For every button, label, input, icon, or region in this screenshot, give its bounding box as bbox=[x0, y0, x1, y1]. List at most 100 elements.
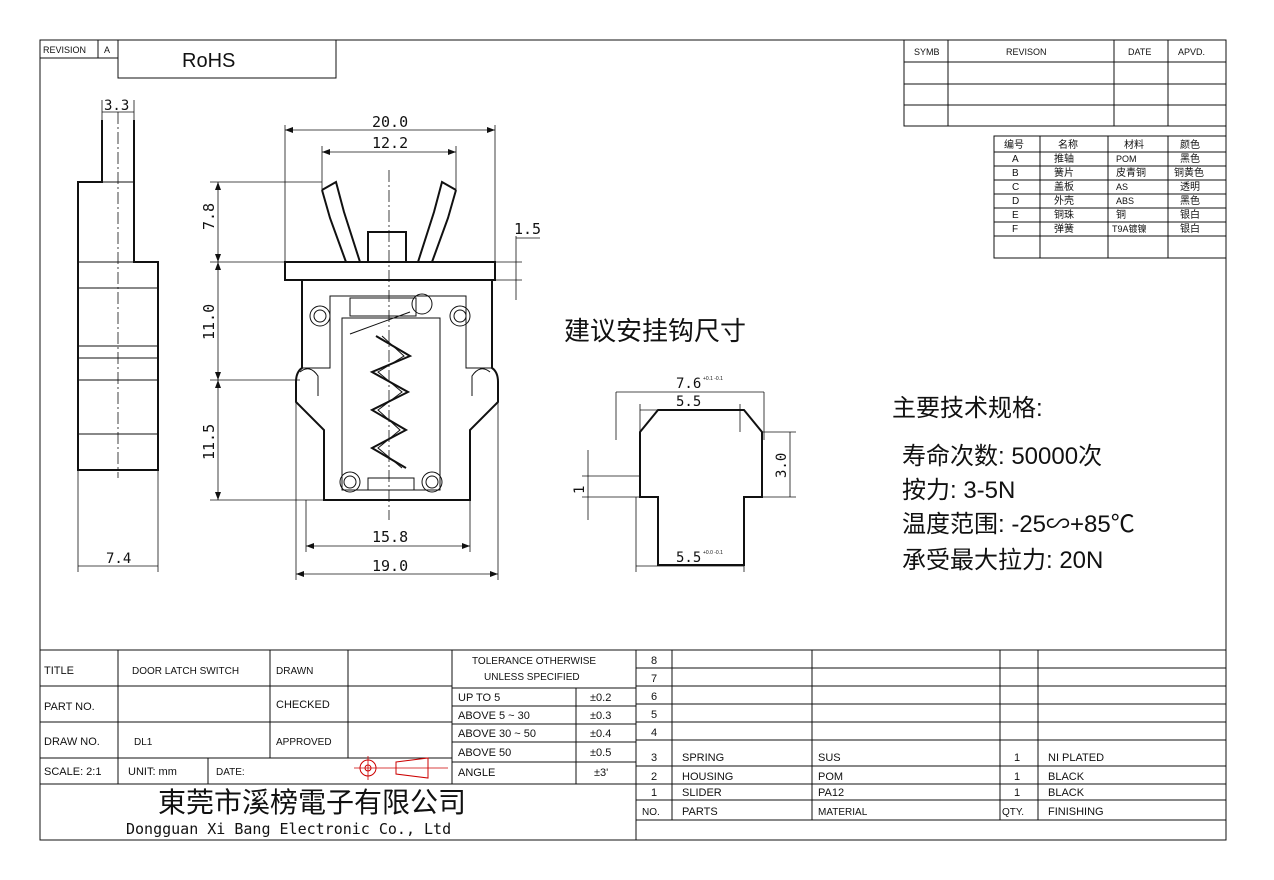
dim-front-h2: 11.0 bbox=[200, 304, 218, 340]
dim-hook-small: 1 bbox=[572, 486, 588, 494]
spec-line: 按力: 3-5N bbox=[902, 477, 1015, 504]
hook-detail: 建议安挂钩尺寸 7.6 +0.1 -0.1 5.5 3.0 1 5.5 +0.0… bbox=[564, 316, 796, 572]
mat-cell: T9A镀镍 bbox=[1112, 223, 1147, 234]
mat-cell: 皮青铜 bbox=[1116, 166, 1146, 179]
dim-hook-height: 3.0 bbox=[774, 453, 790, 478]
part-label: PART NO. bbox=[44, 701, 95, 713]
title-block: TITLE DOOR LATCH SWITCH DRAWN PART NO. C… bbox=[40, 649, 1226, 838]
parts-no: 1 bbox=[651, 787, 657, 799]
material-table: 编号 名称 材料 颜色 A 推轴 POM 黑色 B 簧片 皮青铜 铜黄色 C 盖… bbox=[993, 135, 1227, 259]
mat-header-no: 编号 bbox=[1004, 138, 1024, 151]
mat-header-color: 颜色 bbox=[1180, 138, 1200, 151]
dim-hook-bottom-tol: +0.0 -0.1 bbox=[703, 550, 723, 556]
mat-cell: 弹簧 bbox=[1054, 222, 1074, 235]
rev-header-symb: SYMB bbox=[914, 47, 940, 57]
revision-table: SYMB REVISON DATE APVD. bbox=[903, 39, 1227, 127]
mat-cell: 黑色 bbox=[1180, 152, 1200, 165]
dim-front-bottom-inner: 15.8 bbox=[372, 528, 408, 546]
mat-cell: E bbox=[1012, 210, 1019, 221]
tolerance-value: ±3' bbox=[594, 767, 608, 779]
dim-front-bottom-outer: 19.0 bbox=[372, 557, 408, 575]
rev-header-apvd: APVD. bbox=[1178, 47, 1205, 57]
mat-cell: 银白 bbox=[1180, 208, 1200, 221]
company-name-en: Dongguan Xi Bang Electronic Co., Ltd bbox=[126, 820, 451, 838]
mat-cell: POM bbox=[1116, 154, 1137, 164]
parts-no: 3 bbox=[651, 752, 657, 764]
tolerance-value: ±0.3 bbox=[590, 710, 611, 722]
parts-name: SPRING bbox=[682, 752, 724, 764]
mat-cell: 铜黄色 bbox=[1174, 166, 1204, 179]
rev-header-date: DATE bbox=[1128, 47, 1151, 57]
rohs-label: RoHS bbox=[182, 50, 235, 72]
dim-front-h3: 11.5 bbox=[200, 424, 218, 460]
parts-no: 2 bbox=[651, 771, 657, 783]
spec-line: 寿命次数: 50000次 bbox=[902, 443, 1102, 470]
title-label: TITLE bbox=[44, 665, 74, 677]
front-dimensions: 20.0 12.2 7.8 11.0 11.5 1.5 15. bbox=[200, 113, 541, 580]
mat-header-material: 材料 bbox=[1124, 138, 1144, 151]
front-view bbox=[284, 170, 499, 520]
projection-symbol-icon bbox=[354, 756, 448, 780]
dim-front-overall: 20.0 bbox=[372, 113, 408, 131]
mat-cell: 铜珠 bbox=[1054, 208, 1074, 221]
date-label: DATE: bbox=[216, 767, 245, 778]
mat-cell: AS bbox=[1116, 182, 1128, 192]
drawn-label: DRAWN bbox=[276, 666, 313, 677]
tolerance-value: ±0.2 bbox=[590, 692, 611, 704]
checked-label: CHECKED bbox=[276, 699, 330, 711]
parts-header-material: MATERIAL bbox=[818, 807, 868, 818]
dim-front-flange: 1.5 bbox=[514, 220, 541, 238]
dim-side-top: 3.3 bbox=[104, 98, 129, 114]
tolerance-value: ±0.4 bbox=[590, 728, 611, 740]
mat-cell: F bbox=[1012, 224, 1018, 235]
parts-finishing: NI PLATED bbox=[1048, 752, 1104, 764]
parts-no: 4 bbox=[651, 727, 657, 739]
mat-header-name: 名称 bbox=[1058, 138, 1078, 151]
parts-no: 5 bbox=[651, 709, 657, 721]
parts-material: SUS bbox=[818, 752, 841, 764]
scale-label: SCALE: 2:1 bbox=[44, 766, 101, 778]
dim-hook-top-inner: 5.5 bbox=[676, 394, 701, 410]
tolerance-block: TOLERANCE OTHERWISE UNLESS SPECIFIED UP … bbox=[452, 650, 637, 840]
dim-side-bottom: 7.4 bbox=[106, 551, 131, 567]
dim-hook-top-outer-tol: +0.1 -0.1 bbox=[703, 376, 723, 382]
parts-no: 6 bbox=[651, 691, 657, 703]
parts-no: 8 bbox=[651, 655, 657, 667]
mat-cell: C bbox=[1012, 182, 1019, 193]
mat-cell: 黑色 bbox=[1180, 194, 1200, 207]
side-view: 3.3 7.4 bbox=[77, 98, 159, 572]
parts-header-parts: PARTS bbox=[682, 806, 718, 818]
mat-cell: D bbox=[1012, 196, 1019, 207]
revision-label: REVISION bbox=[43, 45, 86, 55]
parts-finishing: BLACK bbox=[1048, 771, 1085, 783]
mat-cell: B bbox=[1012, 168, 1019, 179]
spec-block: 主要技术规格: 寿命次数: 50000次 按力: 3-5N 温度范围: -25∽… bbox=[892, 395, 1135, 574]
parts-qty: 1 bbox=[1014, 752, 1020, 764]
mat-cell: 推轴 bbox=[1054, 152, 1074, 165]
parts-name: SLIDER bbox=[682, 787, 722, 799]
spec-line: 温度范围: -25∽+85℃ bbox=[902, 511, 1135, 538]
sheet-border bbox=[39, 39, 1227, 841]
parts-material: PA12 bbox=[818, 787, 844, 799]
parts-finishing: BLACK bbox=[1048, 787, 1085, 799]
dim-front-inner: 12.2 bbox=[372, 134, 408, 152]
parts-material: POM bbox=[818, 771, 843, 783]
tolerance-value: ±0.5 bbox=[590, 747, 611, 759]
dim-hook-bottom: 5.5 bbox=[676, 550, 701, 566]
mat-cell: ABS bbox=[1116, 196, 1134, 206]
title-value: DOOR LATCH SWITCH bbox=[132, 666, 239, 677]
parts-header-qty: QTY. bbox=[1002, 807, 1024, 818]
parts-header-finishing: FINISHING bbox=[1048, 806, 1104, 818]
tolerance-range: ANGLE bbox=[458, 767, 495, 779]
mat-cell: 盖板 bbox=[1054, 180, 1074, 193]
mat-cell: 簧片 bbox=[1054, 166, 1074, 179]
mat-cell: 银白 bbox=[1180, 222, 1200, 235]
rev-header-revison: REVISON bbox=[1006, 47, 1047, 57]
parts-table: 8 7 6 5 4 3 SPRING SUS 1 NI PLATED 2 HOU… bbox=[636, 650, 1226, 821]
mat-cell: 透明 bbox=[1180, 181, 1200, 193]
spec-heading: 主要技术规格: bbox=[892, 395, 1043, 422]
tolerance-range: ABOVE 50 bbox=[458, 747, 511, 759]
dim-front-h1: 7.8 bbox=[200, 203, 218, 230]
parts-name: HOUSING bbox=[682, 771, 733, 783]
